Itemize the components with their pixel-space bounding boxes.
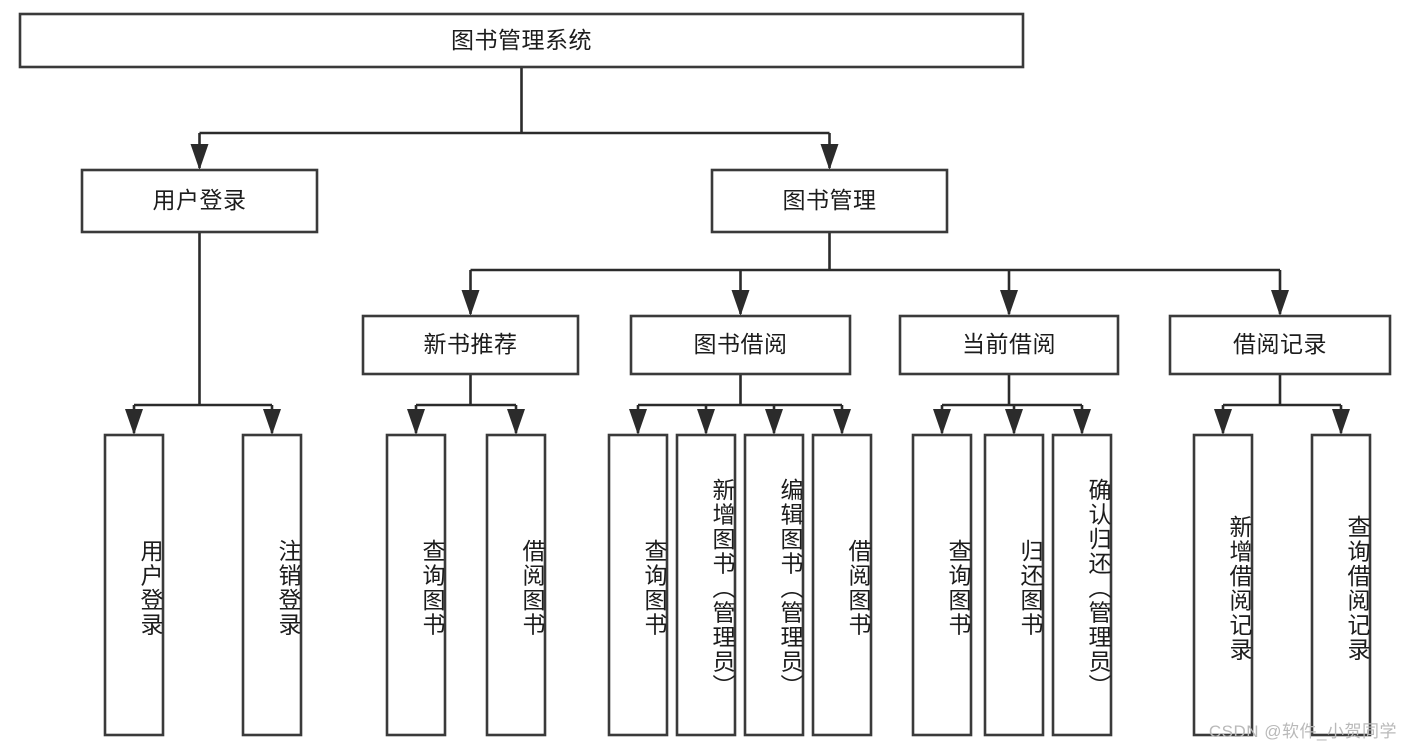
arrow-icon-leaf-logout	[263, 409, 281, 435]
node-leaf-borrow-book-bb[interactable]	[811, 433, 873, 737]
arrow-icon-current-borrow	[1000, 290, 1018, 316]
arrow-icon-leaf-query-record	[1332, 409, 1350, 435]
arrow-icon-book-borrow	[731, 290, 750, 316]
arrow-icon-leaf-borrow-book-rec	[507, 409, 525, 435]
node-leaf-confirm-return[interactable]	[1051, 433, 1113, 737]
node-leaf-logout[interactable]	[241, 433, 303, 737]
node-leaf-query-book-bb[interactable]	[607, 433, 669, 737]
arrow-icon-leaf-add-record	[1214, 409, 1232, 435]
node-leaf-query-record[interactable]	[1310, 433, 1372, 737]
node-borrow-record[interactable]	[1168, 314, 1392, 376]
arrow-icon-leaf-confirm-return	[1073, 409, 1091, 435]
node-current-borrow[interactable]	[898, 314, 1120, 376]
node-leaf-borrow-book-rec[interactable]	[485, 433, 547, 737]
arrow-icon-leaf-add-book	[697, 409, 715, 435]
node-leaf-query-book-rec[interactable]	[385, 433, 447, 737]
node-new-book-recommend[interactable]	[361, 314, 580, 376]
node-leaf-add-book[interactable]	[675, 433, 737, 737]
node-leaf-return-book[interactable]	[983, 433, 1045, 737]
arrow-icon-book-management	[820, 144, 839, 170]
node-book-management[interactable]	[710, 168, 949, 234]
arrow-icon-borrow-record	[1271, 290, 1289, 316]
arrow-icon-leaf-query-book-cb	[933, 409, 951, 435]
node-book-borrow[interactable]	[629, 314, 852, 376]
watermark-text: CSDN @软件_小贺同学	[1208, 722, 1397, 741]
node-leaf-add-record[interactable]	[1192, 433, 1254, 737]
arrow-icon-leaf-user-login	[125, 409, 143, 435]
arrow-icon-leaf-edit-book	[765, 409, 783, 435]
arrow-icon-leaf-query-book-bb	[629, 409, 647, 435]
node-root[interactable]	[18, 12, 1025, 69]
arrow-icon-leaf-borrow-book-bb	[833, 409, 851, 435]
arrow-icon-leaf-return-book	[1005, 409, 1023, 435]
arrow-icon-new-book-recommend	[461, 290, 480, 316]
node-leaf-edit-book[interactable]	[743, 433, 805, 737]
node-user-login[interactable]	[80, 168, 319, 234]
arrow-icon-leaf-query-book-rec	[407, 409, 425, 435]
node-leaf-query-book-cb[interactable]	[911, 433, 973, 737]
arrow-icon-user-login	[190, 144, 209, 170]
node-leaf-user-login[interactable]	[103, 433, 165, 737]
